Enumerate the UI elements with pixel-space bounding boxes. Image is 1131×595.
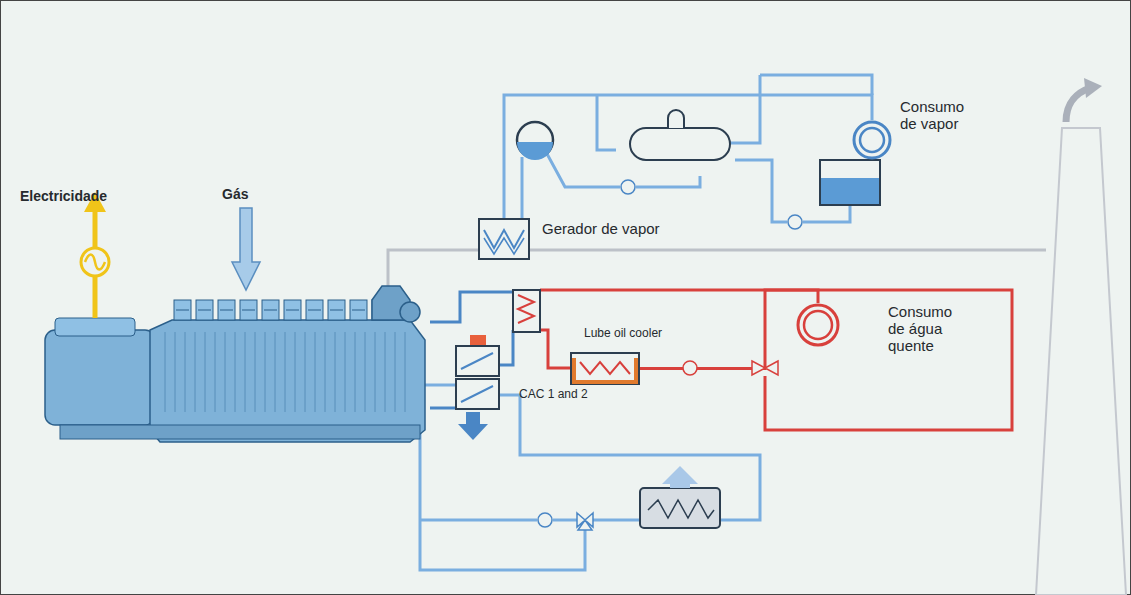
steam-drum-water bbox=[517, 142, 553, 160]
jacket-water-return bbox=[500, 330, 513, 365]
pump bbox=[538, 180, 802, 527]
consumer-circle: Consumo de água quente bbox=[796, 303, 840, 347]
jacket-water-return bbox=[430, 407, 455, 410]
heat-exchanger: CAC 1 and 2 bbox=[455, 345, 500, 410]
feed-tank bbox=[820, 160, 880, 205]
chimney bbox=[1036, 78, 1126, 595]
node-label: Consumo de água quente bbox=[888, 303, 960, 354]
engine bbox=[45, 286, 425, 442]
node-label: Lube oil cooler bbox=[584, 326, 662, 340]
gas-arrow bbox=[232, 208, 260, 290]
flow-label: Electricidade bbox=[20, 188, 107, 204]
steam-circuit bbox=[522, 75, 872, 238]
heat-exchanger: Gerador de vapor bbox=[478, 218, 530, 260]
electricity-arrow bbox=[81, 192, 109, 318]
node-shape bbox=[796, 303, 840, 347]
flow-arrow bbox=[458, 412, 488, 440]
deaerator-tank bbox=[630, 110, 730, 160]
node-shape bbox=[455, 345, 500, 410]
heat-exchanger: Lube oil cooler bbox=[570, 352, 640, 385]
node-shape bbox=[570, 352, 640, 385]
pump bbox=[683, 361, 697, 375]
hot-water-circuit bbox=[540, 290, 1012, 430]
node-label: Gerador de vapor bbox=[542, 220, 660, 237]
node-shape bbox=[478, 218, 530, 260]
plate-heat-exchanger bbox=[513, 290, 540, 332]
jacket-water-pipe bbox=[430, 292, 513, 322]
node-label: CAC 1 and 2 bbox=[519, 387, 588, 401]
node-label: Consumo de vapor bbox=[900, 98, 980, 132]
flow-label: Gás bbox=[222, 186, 248, 202]
pipe-connector bbox=[640, 290, 818, 369]
pipe-connector bbox=[504, 95, 872, 218]
three-way-valve bbox=[577, 361, 778, 530]
low-temp-circuit bbox=[420, 385, 760, 570]
consumer-circle: Consumo de vapor bbox=[852, 120, 892, 160]
node-shape bbox=[852, 120, 892, 160]
radiator bbox=[640, 466, 720, 528]
